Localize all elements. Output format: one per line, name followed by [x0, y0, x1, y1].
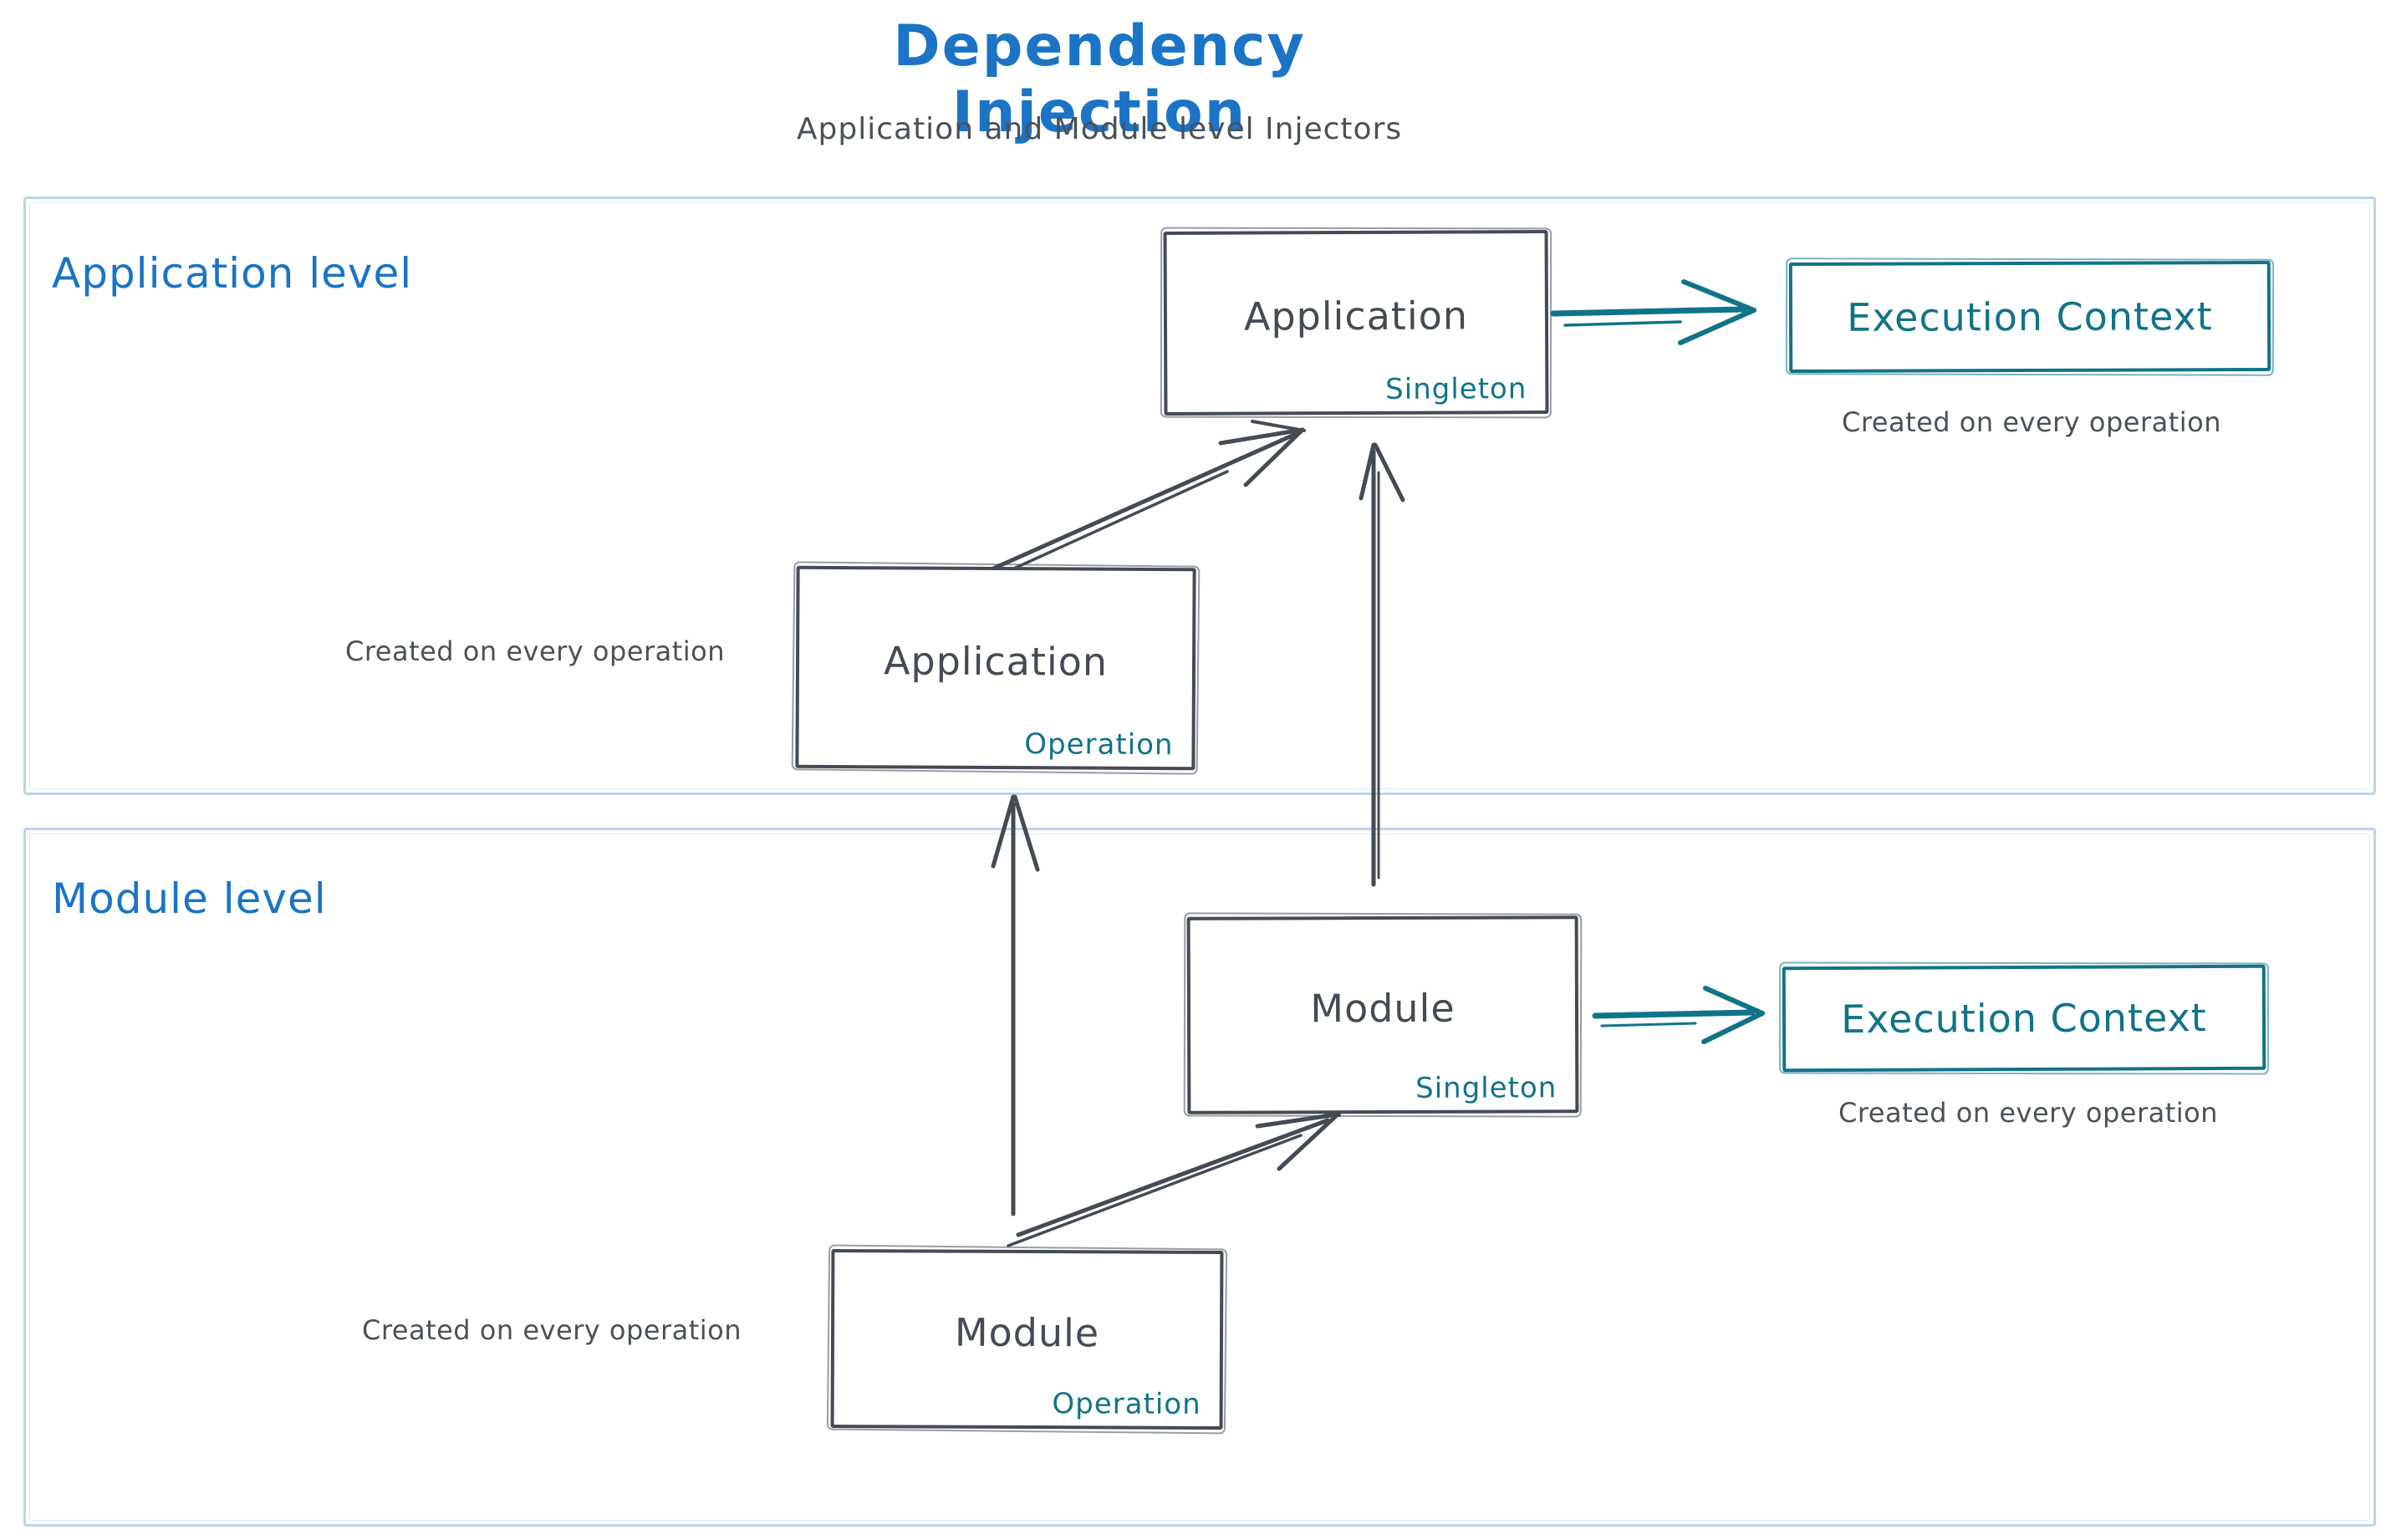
caption-application-operation: Created on every operation [344, 635, 726, 667]
caption-application-execution-context: Created on every operation [1841, 406, 2222, 438]
module-operation-title: Module [954, 1309, 1100, 1356]
page-title: Dependency Injection [893, 13, 1306, 145]
application-level-label: Application level [52, 249, 413, 298]
caption-module-operation: Created on every operation [361, 1314, 742, 1346]
application-level-container [23, 196, 2376, 795]
module-operation-node: Module Operation [830, 1248, 1224, 1430]
module-operation-badge: Operation [1052, 1387, 1201, 1421]
application-operation-title: Application [883, 638, 1109, 685]
execution-context-application-label: Execution Context [1847, 293, 2213, 340]
application-operation-badge: Operation [1024, 727, 1174, 762]
execution-context-module-node: Execution Context [1782, 964, 2266, 1073]
execution-context-module-label: Execution Context [1841, 995, 2207, 1042]
module-level-label: Module level [52, 875, 327, 923]
page-subtitle: Application and Module level Injectors [796, 112, 1403, 146]
application-singleton-title: Application [1243, 293, 1469, 339]
module-singleton-node: Module Singleton [1186, 915, 1579, 1114]
module-singleton-title: Module [1310, 985, 1456, 1032]
caption-module-execution-context: Created on every operation [1838, 1097, 2219, 1129]
application-singleton-node: Application Singleton [1163, 229, 1549, 416]
application-singleton-badge: Singleton [1385, 372, 1527, 406]
application-operation-node: Application Operation [795, 565, 1196, 771]
module-level-container [23, 828, 2376, 1527]
module-singleton-badge: Singleton [1415, 1071, 1558, 1105]
execution-context-application-node: Execution Context [1788, 260, 2271, 374]
